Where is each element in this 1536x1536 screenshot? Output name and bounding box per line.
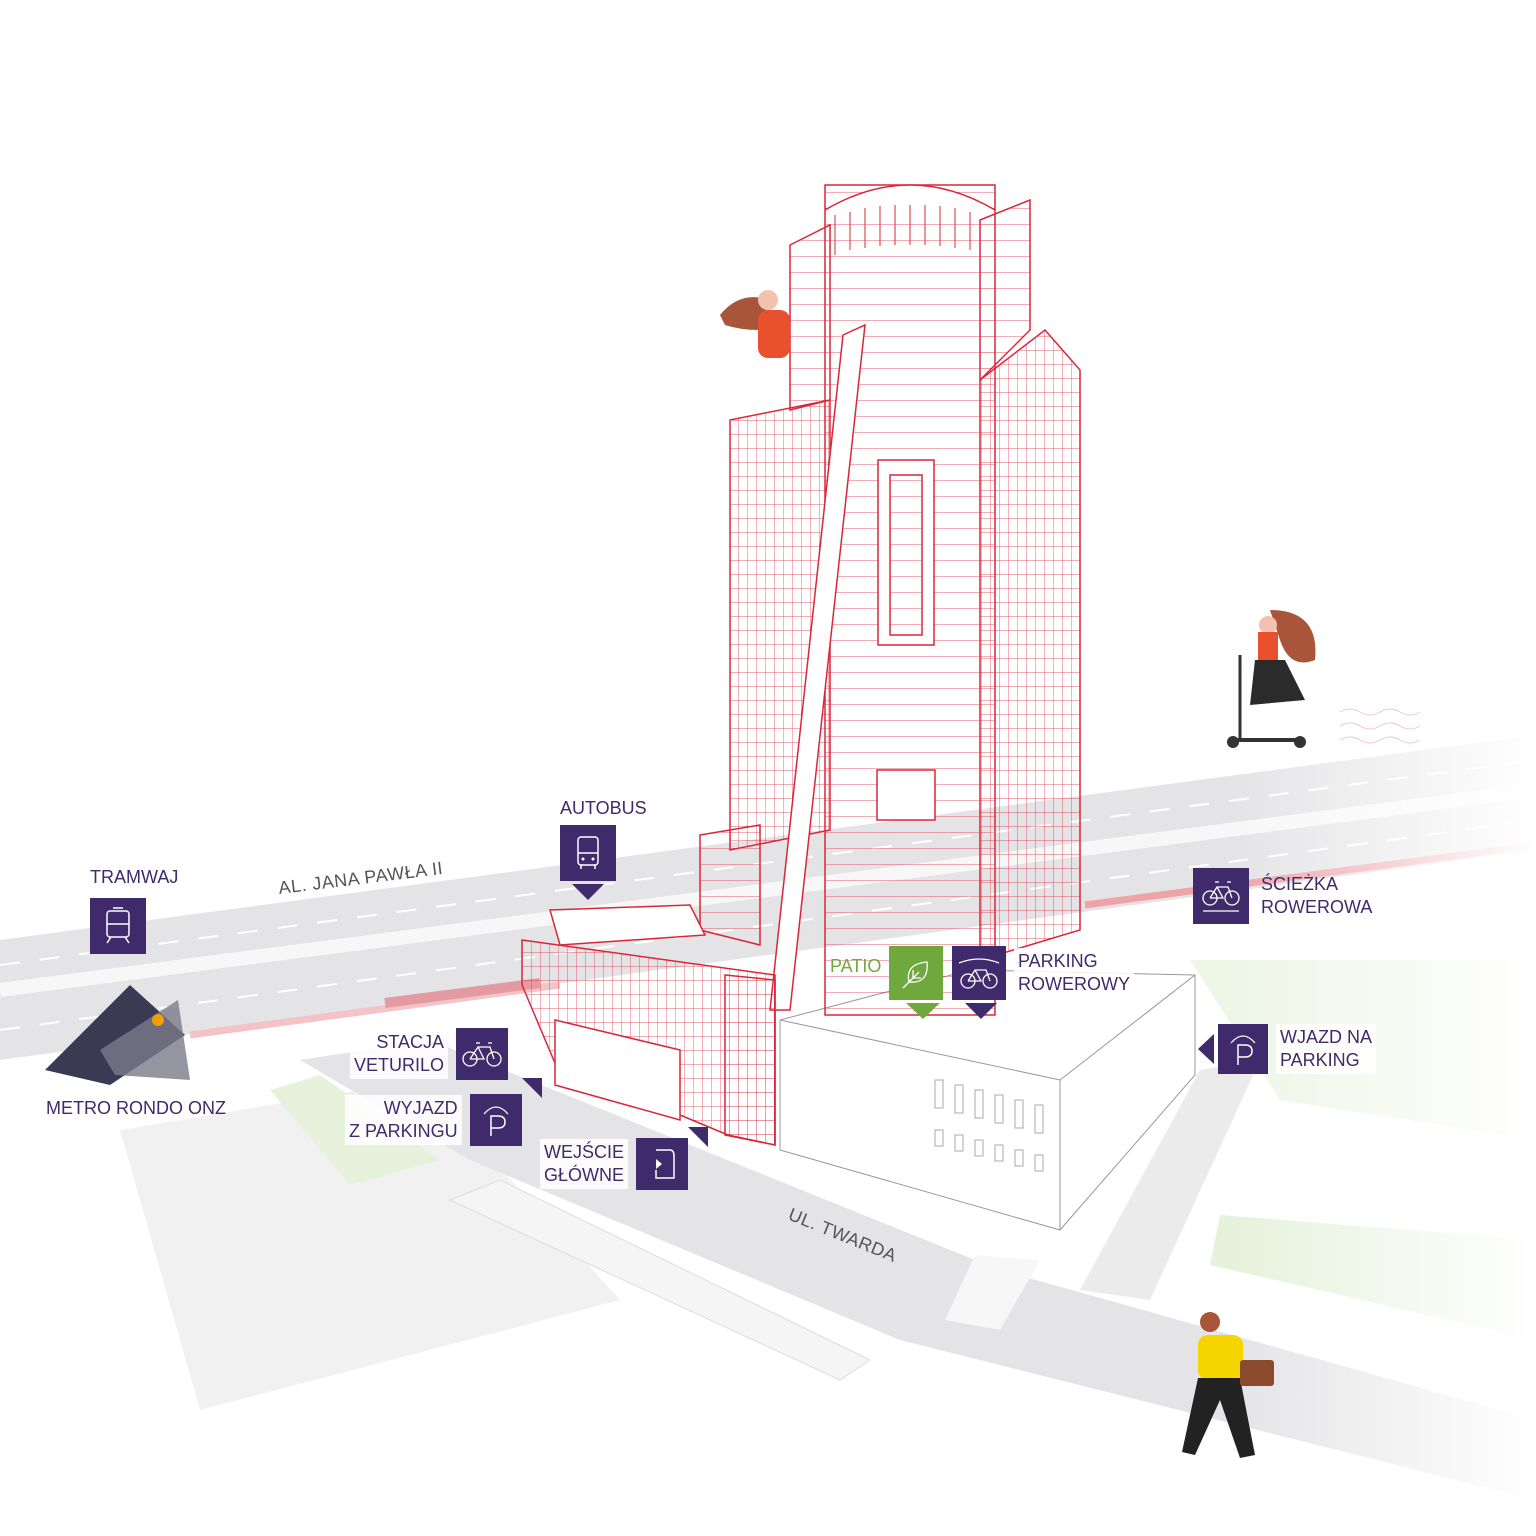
bus-pointer <box>572 884 604 900</box>
bike-parking-pointer <box>965 1003 997 1019</box>
tower-building <box>521 184 1081 1146</box>
patio-marker[interactable]: PATIO <box>826 946 944 1000</box>
patio-label: PATIO <box>830 955 882 976</box>
parking-entry-label-line2: PARKING <box>1280 1050 1360 1070</box>
metro-logo <box>45 985 190 1085</box>
leaf-icon <box>902 961 929 989</box>
parking-entry-marker[interactable]: WJAZD NA PARKING <box>1218 1024 1376 1074</box>
parking-exit-label-line2: Z PARKINGU <box>349 1121 458 1141</box>
main-entrance-label-line2: GŁÓWNE <box>544 1165 625 1185</box>
veturilo-pointer <box>522 1078 542 1098</box>
parking-exit-label-line1: WYJAZD <box>383 1098 458 1118</box>
parking-exit-marker[interactable]: WYJAZD Z PARKINGU <box>345 1094 522 1146</box>
woman-on-tower-illustration <box>720 290 790 358</box>
bus-icon <box>577 836 599 869</box>
bus-marker[interactable] <box>560 825 616 881</box>
veturilo-marker[interactable]: STACJA VETURILO <box>350 1028 509 1080</box>
tram-marker[interactable] <box>90 898 146 954</box>
man-with-briefcase-illustration <box>1182 1312 1274 1458</box>
scooter-rider-illustration <box>1227 610 1421 748</box>
parking-icon <box>1230 1035 1256 1065</box>
bike-parking-label-line2: ROWEROWY <box>1018 974 1130 994</box>
bike-parking-label-line1: PARKING <box>1018 951 1098 971</box>
parking-entry-label-line1: WJAZD NA <box>1280 1027 1372 1047</box>
main-entrance-label-line1: WEJŚCIE <box>544 1142 625 1162</box>
veturilo-label-line2: VETURILO <box>354 1055 445 1075</box>
covered-bicycle-icon <box>958 958 1000 989</box>
patio-pointer <box>906 1003 940 1019</box>
bike-path-marker[interactable]: ŚCIEŻKA ROWEROWA <box>1193 868 1376 924</box>
bicycle-icon <box>462 1042 502 1067</box>
veturilo-label-line1: STACJA <box>376 1032 445 1052</box>
main-entrance-marker[interactable]: WEJŚCIE GŁÓWNE <box>540 1138 689 1190</box>
bike-parking-marker[interactable]: PARKING ROWEROWY <box>952 946 1134 1000</box>
bus-label: AUTOBUS <box>560 798 647 818</box>
main-entrance-pointer <box>688 1127 708 1147</box>
entrance-door-icon <box>655 1149 675 1179</box>
tram-label: TRAMWAJ <box>90 867 179 887</box>
bicycle-lane-icon <box>1202 881 1240 912</box>
metro-label: METRO RONDO ONZ <box>46 1098 226 1118</box>
bike-path-label-line2: ROWEROWA <box>1261 897 1373 917</box>
parking-entry-pointer <box>1198 1034 1214 1064</box>
tram-icon <box>106 907 130 944</box>
bike-path-label-line1: ŚCIEŻKA <box>1261 874 1339 894</box>
parking-icon <box>483 1106 509 1136</box>
